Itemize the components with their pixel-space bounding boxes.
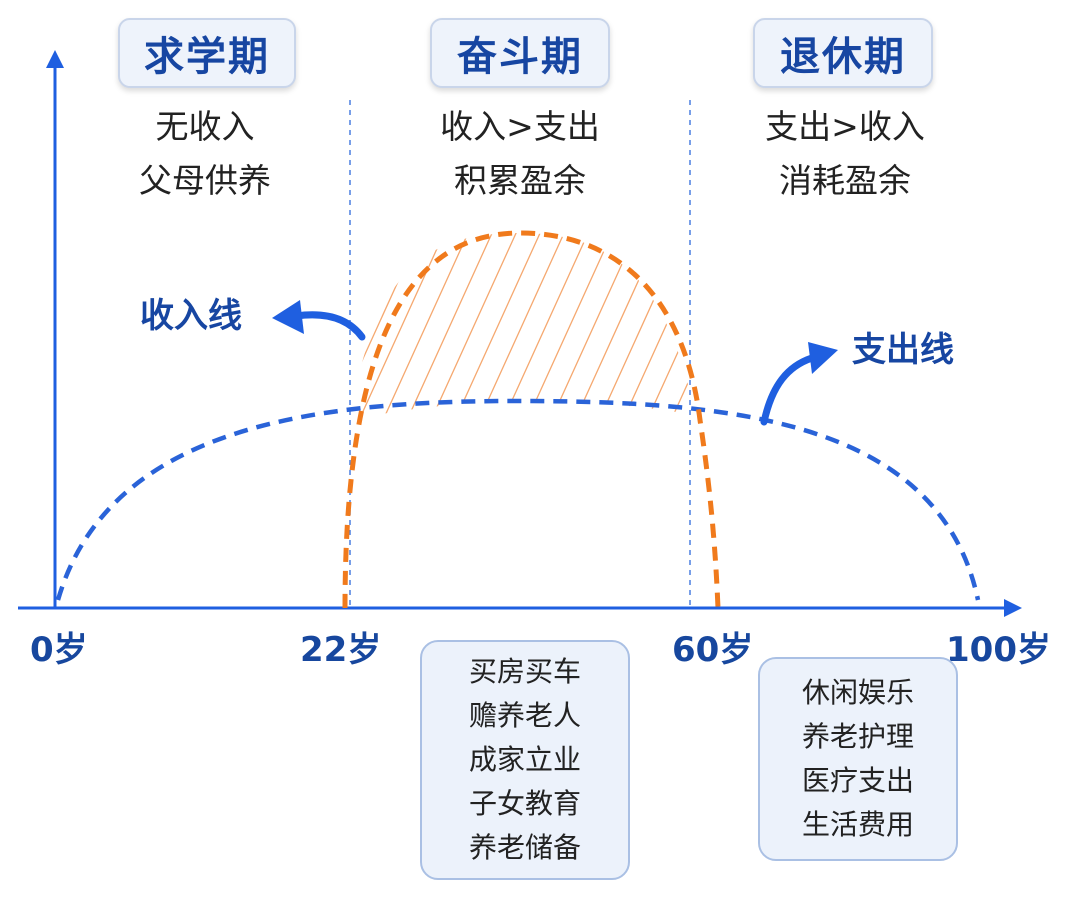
phase-desc-retire: 支出>收入 消耗盈余 (725, 100, 965, 208)
list-item: 买房买车 (468, 655, 581, 688)
hatch-line (541, 233, 643, 420)
age-label-100: 100岁 (946, 630, 1051, 670)
phase-desc-line: 无收入 (155, 107, 255, 146)
expense-pointer-head (808, 342, 838, 374)
list-item: 休闲娱乐 (801, 676, 914, 709)
x-axis-arrow (1004, 599, 1022, 617)
expense-pointer-arrow (760, 354, 816, 426)
phase-title-study: 求学期 (118, 18, 296, 88)
hatch-line (661, 233, 695, 420)
retire-expense-list: 休闲娱乐 养老护理 医疗支出 生活费用 (758, 657, 958, 861)
phase-desc-line: 收入>支出 (440, 107, 600, 146)
hatch-line (350, 233, 451, 420)
income-line (342, 230, 721, 609)
expense-line-label: 支出线 (852, 330, 954, 370)
hatch-line (397, 233, 499, 420)
list-item: 养老储备 (468, 831, 581, 864)
list-item: 赡养老人 (468, 699, 581, 732)
hatch-line (350, 233, 379, 420)
income-pointer-head (272, 300, 304, 334)
age-label-22: 22岁 (300, 630, 382, 670)
income-line-label: 收入线 (140, 296, 242, 336)
hatch-line (230, 220, 330, 440)
surplus-hatch (230, 220, 834, 440)
hatch-line (350, 233, 355, 420)
hatch-line (613, 233, 695, 420)
hatch-line (517, 233, 619, 420)
income-pointer-arrow (292, 311, 366, 341)
hatch-line (710, 220, 810, 440)
expense-line (55, 398, 981, 601)
list-item: 生活费用 (801, 808, 914, 841)
hatch-line (421, 233, 523, 420)
phase-desc-study: 无收入 父母供养 (100, 100, 310, 208)
list-item: 医疗支出 (801, 764, 914, 797)
hatch-line (373, 233, 475, 420)
phase-desc-line: 消耗盈余 (779, 161, 911, 200)
list-item: 养老护理 (801, 720, 914, 753)
striving-expense-list: 买房买车 赡养老人 成家立业 子女教育 养老储备 (420, 640, 630, 880)
hatch-line (734, 220, 834, 440)
phase-desc-line: 积累盈余 (454, 161, 586, 200)
hatch-line (445, 233, 547, 420)
y-axis-arrow (46, 50, 64, 68)
phase-title-striving: 奋斗期 (430, 18, 610, 88)
age-label-0: 0岁 (30, 630, 88, 670)
age-label-60: 60岁 (672, 630, 754, 670)
hatch-line (469, 233, 571, 420)
phase-desc-line: 支出>收入 (765, 107, 925, 146)
list-item: 成家立业 (468, 743, 581, 776)
phase-desc-striving: 收入>支出 积累盈余 (400, 100, 640, 208)
phase-desc-line: 父母供养 (139, 161, 271, 200)
hatch-line (493, 233, 595, 420)
phase-title-retire: 退休期 (753, 18, 933, 88)
list-item: 子女教育 (468, 787, 581, 820)
